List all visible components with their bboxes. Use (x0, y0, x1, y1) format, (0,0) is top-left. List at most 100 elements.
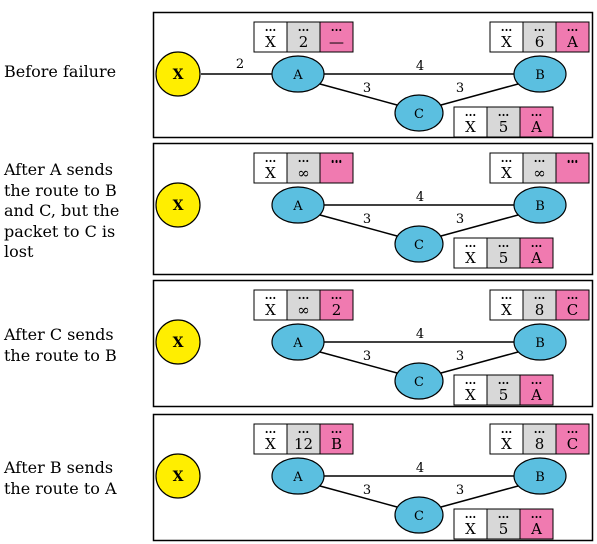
table-value-next: A (530, 520, 542, 538)
ellipsis-mark: ... (501, 289, 513, 302)
panel-caption-2: After A sends the route to B and C, but … (4, 160, 120, 261)
table-value-dest: X (265, 301, 276, 319)
panel-caption-3: After C sends the route to B (4, 325, 117, 365)
ellipsis-mark: ... (298, 152, 310, 165)
ellipsis-mark: ... (465, 106, 477, 119)
table-cell-next (555, 21, 590, 53)
node-x-label: X (173, 67, 184, 83)
table-cell-cost (286, 21, 321, 53)
table-value-dest: X (265, 33, 276, 51)
table-cell-next (519, 508, 554, 540)
ellipsis-mark: ... (498, 237, 510, 250)
table-value-dest: X (501, 435, 512, 453)
table-cell-dest (489, 289, 524, 321)
table-cell-dest (253, 21, 288, 53)
node-b-label: B (535, 199, 545, 214)
node-c (394, 496, 444, 534)
node-b (513, 55, 567, 93)
ellipsis-mark: ... (534, 21, 546, 34)
link-cost-a-c: 3 (363, 349, 371, 364)
ellipsis-mark: ... (531, 106, 543, 119)
table-value-next: ... (331, 153, 343, 166)
ellipsis-mark: ... (501, 21, 513, 34)
table-value-next: — (329, 33, 344, 51)
table-cell-cost (522, 423, 557, 455)
node-c-label: C (414, 509, 424, 524)
routing-table-b: ...X...∞...... (489, 152, 590, 184)
ellipsis-mark: ... (465, 237, 477, 250)
table-value-cost: 2 (299, 33, 309, 51)
table-cell-cost (522, 152, 557, 184)
routing-table-c: ...X...5...A (453, 508, 554, 540)
ellipsis-mark: ... (298, 21, 310, 34)
node-a (271, 323, 325, 361)
ellipsis-mark: ... (531, 508, 543, 521)
routing-table-b: ...X...8...C (489, 289, 590, 321)
link-a-c (319, 351, 398, 374)
ellipsis-mark: ... (498, 374, 510, 387)
link-cost-x-a: 2 (236, 57, 244, 72)
node-a (271, 186, 325, 224)
table-value-next: 2 (332, 301, 342, 319)
table-cell-cost (486, 508, 521, 540)
node-a-label: A (292, 68, 303, 83)
table-cell-cost (286, 423, 321, 455)
node-b (513, 457, 567, 495)
table-value-cost: 8 (535, 301, 545, 319)
table-value-next: A (566, 33, 578, 51)
node-c (394, 362, 444, 400)
ellipsis-mark: ... (331, 152, 343, 165)
node-a-label: A (292, 199, 303, 214)
link-cost-a-c: 3 (363, 483, 371, 498)
link-cost-c-b: 3 (456, 349, 464, 364)
ellipsis-mark: ... (465, 508, 477, 521)
table-cell-next (319, 423, 354, 455)
table-value-cost: 6 (535, 33, 545, 51)
table-value-next: ... (567, 153, 579, 166)
table-value-cost: 8 (535, 435, 545, 453)
node-x (155, 182, 201, 228)
table-value-dest: X (501, 33, 512, 51)
link-cost-a-c: 3 (363, 81, 371, 96)
table-value-cost: ∞ (297, 301, 310, 319)
table-value-cost: 5 (499, 249, 509, 267)
table-cell-cost (486, 237, 521, 269)
panel-frame (152, 11, 594, 139)
node-a-label: A (292, 336, 303, 351)
node-c-label: C (414, 375, 424, 390)
link-cost-a-b: 4 (416, 327, 424, 342)
table-cell-next (319, 21, 354, 53)
routing-table-b: ...X...6...A (489, 21, 590, 53)
table-cell-next (519, 106, 554, 138)
table-value-cost: 5 (499, 118, 509, 136)
ellipsis-mark: ... (567, 152, 579, 165)
node-b-label: B (535, 336, 545, 351)
routing-table-a: ...X...∞...2 (253, 289, 354, 321)
node-x (155, 453, 201, 499)
table-cell-next (319, 152, 354, 184)
routing-table-a: ...X...12...B (253, 423, 354, 455)
table-cell-dest (253, 423, 288, 455)
link-cost-c-b: 3 (456, 212, 464, 227)
table-value-dest: X (265, 164, 276, 182)
table-cell-dest (253, 289, 288, 321)
panel-caption-4: After B sends the route to A (4, 458, 117, 498)
node-c-label: C (414, 238, 424, 253)
table-value-dest: X (465, 520, 476, 538)
routing-table-c: ...X...5...A (453, 237, 554, 269)
routing-table-b: ...X...8...C (489, 423, 590, 455)
ellipsis-mark: ... (298, 289, 310, 302)
node-c (394, 94, 444, 132)
node-b-label: B (535, 68, 545, 83)
table-cell-dest (489, 423, 524, 455)
link-cost-a-b: 4 (416, 190, 424, 205)
table-cell-cost (286, 289, 321, 321)
table-cell-next (555, 423, 590, 455)
node-c-label: C (414, 107, 424, 122)
table-value-dest: X (465, 386, 476, 404)
link-cost-c-b: 3 (456, 81, 464, 96)
